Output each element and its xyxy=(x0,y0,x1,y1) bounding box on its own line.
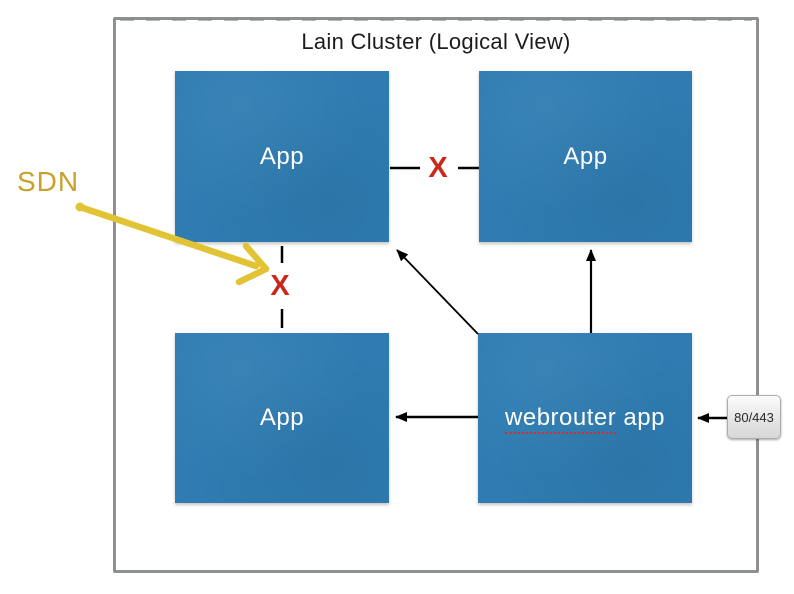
node-app-top-left-label: App xyxy=(259,142,305,170)
webrouter-word-spellcheck-underline: webrouter xyxy=(505,404,617,434)
node-webrouter-label: webrouter app xyxy=(505,404,665,434)
webrouter-word-rest: app xyxy=(623,404,665,431)
ingress-port-badge: 80/443 xyxy=(727,395,781,439)
node-app-top-left: App xyxy=(175,71,389,242)
node-app-top-right: App xyxy=(479,71,692,242)
diagram-title: Lain Cluster (Logical View) xyxy=(301,29,571,54)
node-app-bottom-left: App xyxy=(175,333,389,503)
node-app-top-right-label: App xyxy=(563,142,608,170)
node-webrouter-app: webrouter app xyxy=(478,333,692,503)
blocked-x-left-link: X xyxy=(270,270,290,302)
ingress-port-badge-text: 80/443 xyxy=(734,409,774,425)
blocked-x-top-link: X xyxy=(428,152,448,184)
sdn-label: SDN xyxy=(17,166,80,197)
node-app-bottom-left-label: App xyxy=(259,404,305,431)
sdn-arrow-start-dot xyxy=(75,202,85,212)
